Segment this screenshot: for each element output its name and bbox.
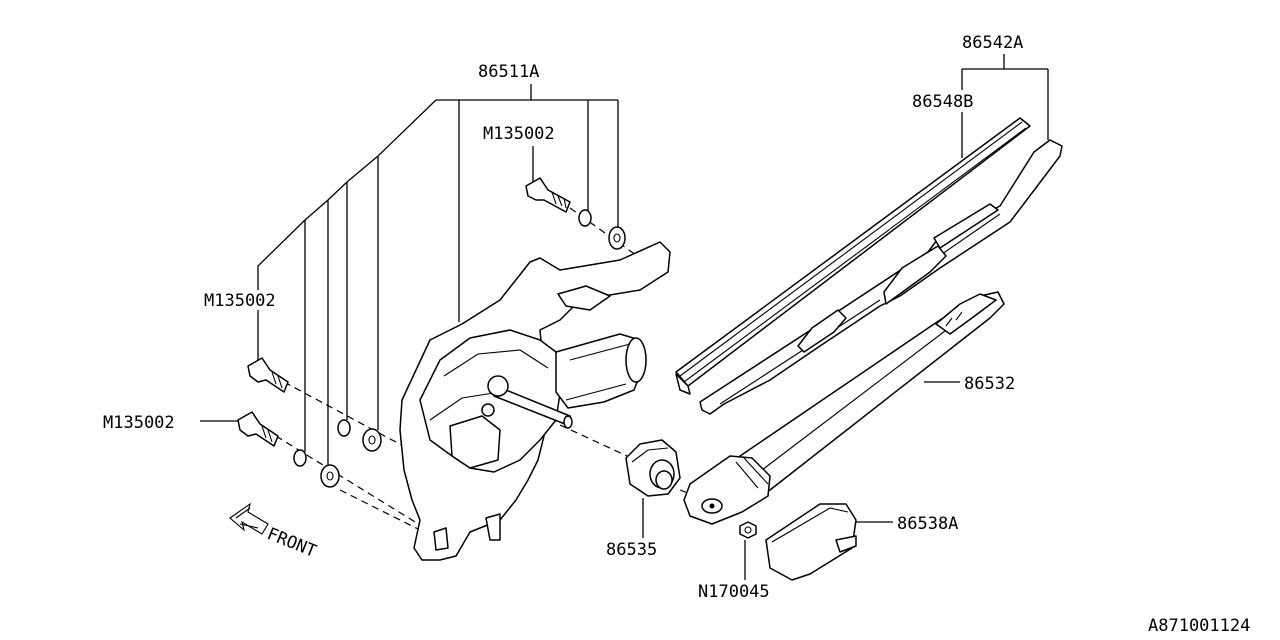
wiper-arm [683,291,1005,525]
wiper-blade-assembly [675,117,1063,415]
nut [739,521,757,539]
part-labels: 86511A M135002 M135002 M135002 86542A 86… [103,33,1250,636]
motor-assembly [399,241,671,561]
bolt-left-lower [237,411,279,447]
pivot-cap [625,439,681,497]
label-nut: N170045 [698,582,770,602]
label-blade-assy: 86542A [962,33,1023,53]
fasteners [237,177,626,488]
bolt-left-upper [247,357,289,393]
blade-rubber [675,117,1031,387]
arm-cover [765,503,857,581]
label-bolt-left-lower: M135002 [103,413,175,433]
label-arm-cover: 86538A [897,514,958,534]
label-motor-assy: 86511A [478,62,539,82]
label-bolt-top: M135002 [483,124,555,144]
leader-lines [200,54,1049,580]
blade-frame [699,139,1063,415]
bolt-top [525,177,571,213]
label-cap: 86535 [606,540,657,560]
front-arrow-icon [229,502,269,535]
diagram-code: A871001124 [1148,616,1250,636]
label-arm: 86532 [964,374,1015,394]
label-front: FRONT [264,524,319,562]
label-blade-rubber: 86548B [912,92,973,112]
label-bolt-left-upper: M135002 [204,291,276,311]
